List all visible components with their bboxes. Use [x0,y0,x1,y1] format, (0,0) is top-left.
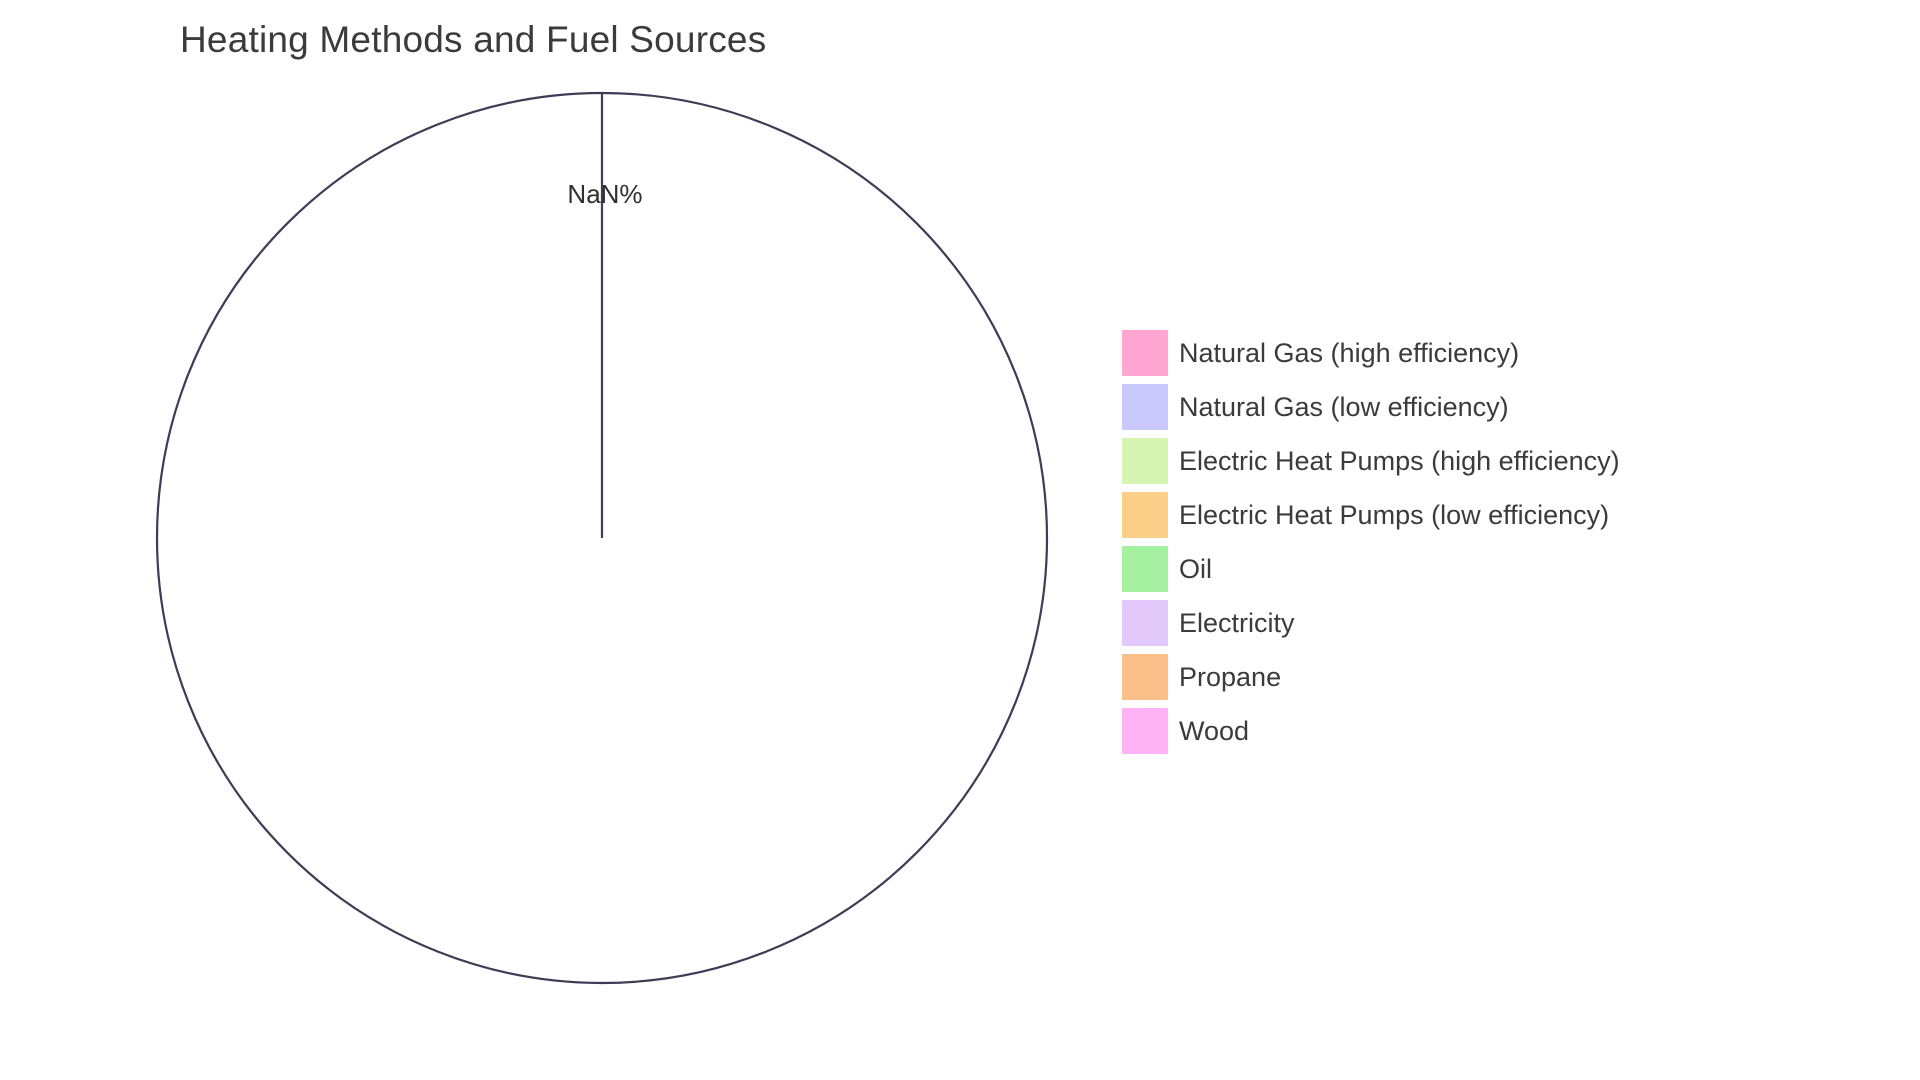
legend-item[interactable]: Natural Gas (low efficiency) [1122,380,1842,434]
legend-color-swatch-icon [1122,600,1168,646]
page-title: Heating Methods and Fuel Sources [180,19,767,60]
legend-color-swatch-icon [1122,384,1168,430]
legend-color-swatch-icon [1122,546,1168,592]
legend-item-label: Natural Gas (low efficiency) [1179,391,1509,422]
legend-item[interactable]: Wood [1122,704,1842,758]
legend-item-label: Natural Gas (high efficiency) [1179,337,1520,368]
legend-color-swatch-icon [1122,438,1168,484]
pie-chart-plot-area: NaN% [155,91,1049,985]
legend-color-swatch-icon [1122,330,1168,376]
pie-chart-svg [155,91,1049,985]
legend-item-label: Propane [1179,661,1282,692]
legend-item-label: Electric Heat Pumps (high efficiency) [1179,445,1620,476]
legend-item[interactable]: Oil [1122,542,1842,596]
legend-item[interactable]: Electric Heat Pumps (low efficiency) [1122,488,1842,542]
legend-item[interactable]: Electricity [1122,596,1842,650]
legend-item-label: Oil [1179,553,1212,584]
legend-item-label: Wood [1179,715,1250,746]
legend-color-swatch-icon [1122,654,1168,700]
legend-color-swatch-icon [1122,492,1168,538]
legend-item[interactable]: Propane [1122,650,1842,704]
legend-item-label: Electric Heat Pumps (low efficiency) [1179,499,1610,530]
chart-legend: Natural Gas (high efficiency) Natural Ga… [1122,326,1842,758]
legend-item[interactable]: Natural Gas (high efficiency) [1122,326,1842,380]
legend-item[interactable]: Electric Heat Pumps (high efficiency) [1122,434,1842,488]
legend-item-label: Electricity [1179,607,1295,638]
pie-slice-percentage-label: NaN% [567,179,643,209]
legend-color-swatch-icon [1122,708,1168,754]
